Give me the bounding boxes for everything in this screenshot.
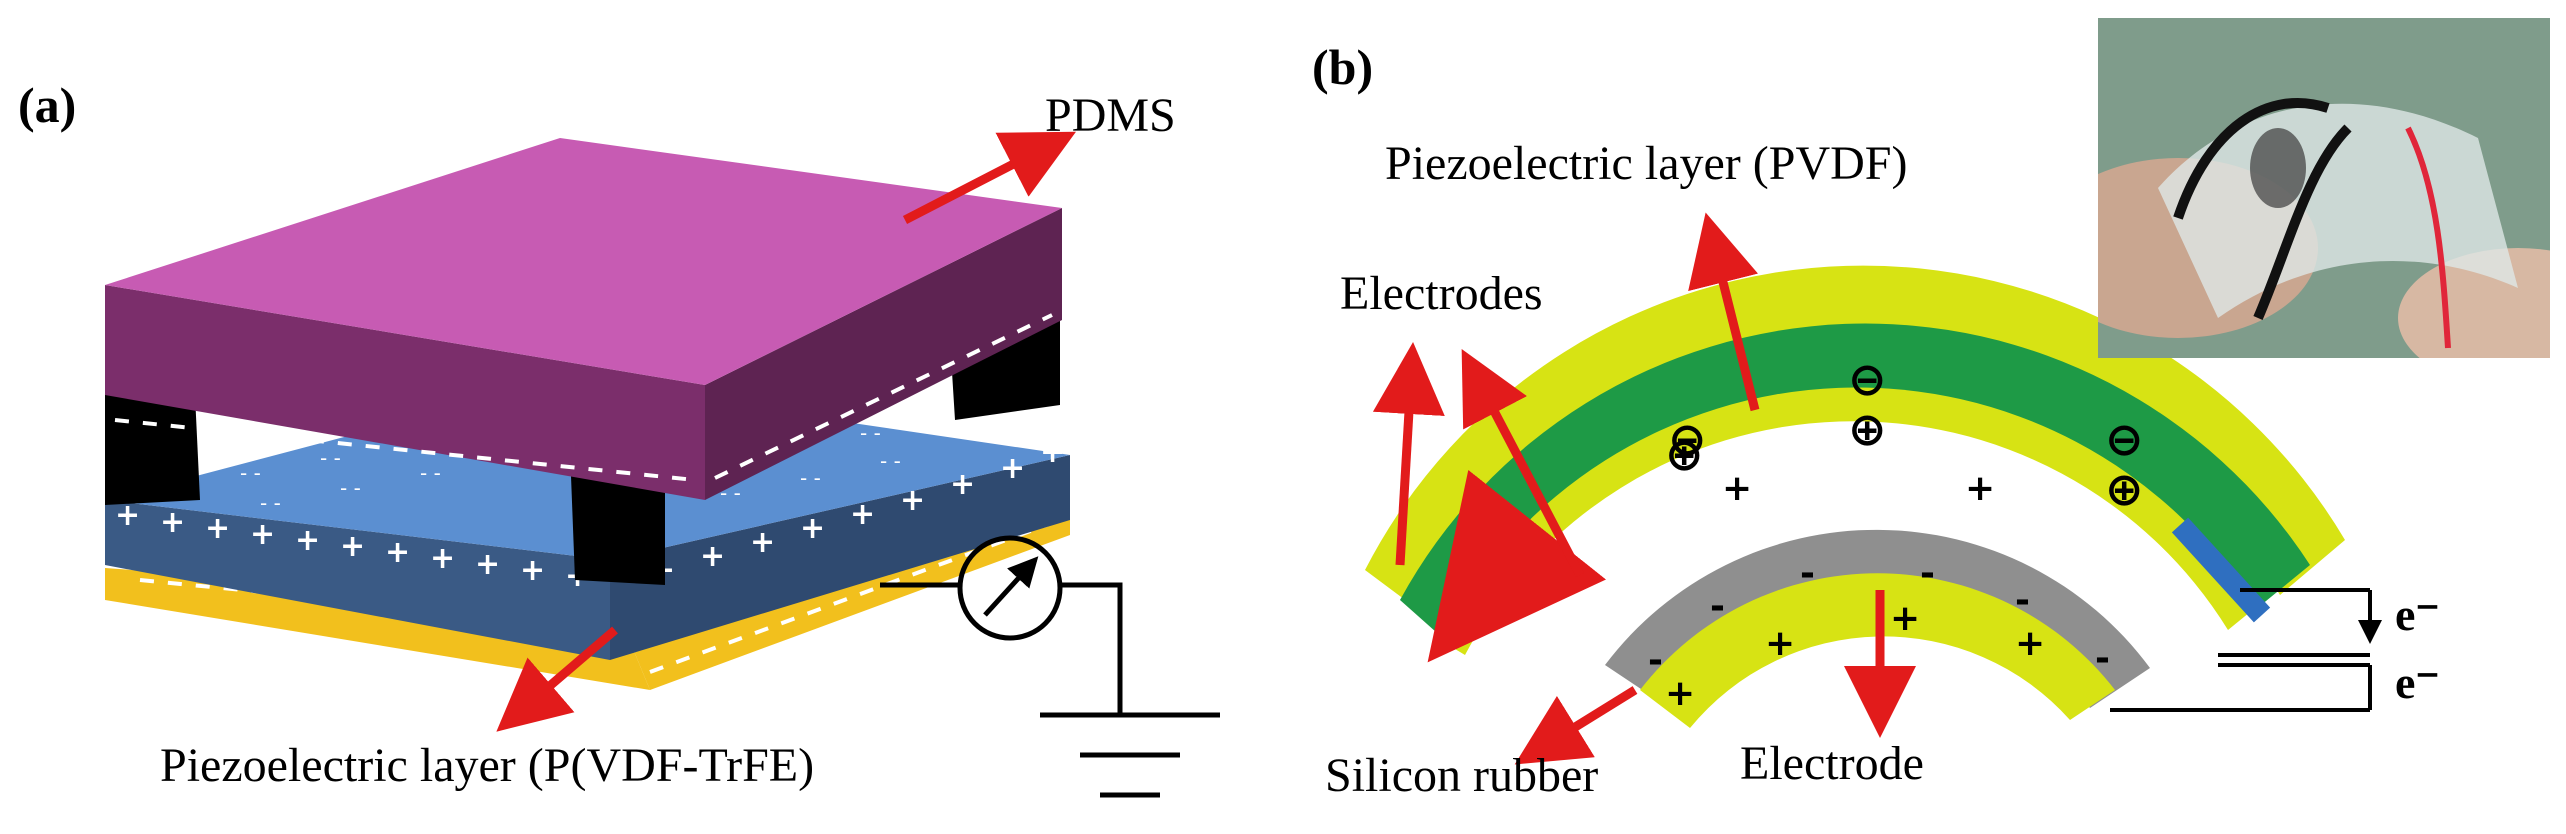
svg-text:-: -	[2015, 580, 2030, 621]
svg-text:+: +	[340, 529, 365, 564]
piezo-layer-arrow	[496, 626, 618, 732]
panel-b-label: (b)	[1312, 39, 1374, 95]
svg-text:⊖: ⊖	[1848, 352, 1887, 406]
svg-text:+: +	[750, 525, 775, 560]
svg-text:+: +	[1000, 451, 1025, 486]
svg-text:-: -	[1920, 553, 1935, 594]
svg-text:+: +	[295, 523, 320, 558]
svg-text:+: +	[800, 511, 825, 546]
svg-text:+: +	[700, 539, 725, 574]
positive-charge-marks: +++ +++ +++ ++ +++ +++ +++	[115, 435, 1065, 594]
svg-text:⊕: ⊕	[2105, 462, 2144, 516]
svg-text:- -: - -	[240, 461, 261, 485]
svg-text:+: +	[1765, 623, 1795, 664]
svg-text:+: +	[950, 467, 975, 502]
electrodes-arrow-2	[1461, 349, 1584, 578]
panel-a-label: (a)	[18, 77, 77, 133]
lower-arc-charges: - - - - - - + + + +	[1648, 553, 2110, 714]
meter-circuit	[880, 535, 1220, 798]
svg-text:+: +	[850, 497, 875, 532]
svg-text:- -: - -	[260, 491, 281, 515]
electron-label-bottom: e⁻	[2395, 657, 2440, 708]
meter-icon	[957, 535, 1063, 641]
svg-text:-: -	[1800, 553, 1815, 594]
svg-text:- -: - -	[800, 466, 821, 490]
svg-text:- -: - -	[320, 446, 341, 470]
svg-text:-: -	[2095, 638, 2110, 679]
svg-text:-: -	[1710, 586, 1725, 627]
svg-text:+: +	[520, 553, 545, 588]
right-current-arrow	[2171, 517, 2271, 623]
svg-text:+: +	[1890, 598, 1920, 639]
svg-text:+: +	[160, 505, 185, 540]
svg-text:+: +	[430, 541, 455, 576]
pdms-arrow	[902, 131, 1076, 224]
svg-text:+: +	[2015, 623, 2045, 664]
silicon-rubber-arrow	[1514, 686, 1638, 765]
svg-text:- -: - -	[340, 476, 361, 500]
silicon-rubber-label: Silicon rubber	[1325, 749, 1599, 802]
arc-plus-marks: ++	[1722, 468, 1995, 509]
bent-device-photo-image	[2098, 18, 2550, 358]
svg-text:+: +	[250, 517, 275, 552]
svg-text:+: +	[385, 535, 410, 570]
svg-text:+: +	[475, 547, 500, 582]
pvdf-label: Piezoelectric layer (PVDF)	[1385, 137, 1908, 190]
svg-text:+: +	[1722, 468, 1752, 509]
output-wires	[2110, 588, 2382, 712]
svg-text:+: +	[1665, 673, 1695, 714]
svg-text:- -: - -	[880, 449, 901, 473]
svg-text:- -: - -	[860, 421, 881, 445]
pvdf-arc	[1400, 323, 2310, 640]
svg-text:⊕: ⊕	[1848, 402, 1887, 456]
left-current-arrow	[1427, 469, 1607, 663]
device-photo	[2098, 18, 2550, 358]
electrodes-arrow-1	[1372, 342, 1445, 566]
svg-text:-: -	[1648, 640, 1663, 681]
svg-text:⊕: ⊕	[1665, 427, 1704, 481]
pdms-layer	[105, 138, 1062, 500]
electron-label-top: e⁻	[2395, 589, 2440, 640]
silicon-rubber-arc	[1605, 529, 2150, 708]
bottom-electrode-arc	[1640, 573, 2115, 728]
pvdf-arrow	[1688, 212, 1760, 412]
svg-text:+: +	[1040, 435, 1065, 470]
dipole-symbols: ⊖ ⊕ ⊖ ⊕ ⊖ ⊕	[1665, 352, 2144, 516]
svg-text:⊖: ⊖	[1668, 412, 1707, 466]
svg-text:- -: - -	[420, 461, 441, 485]
svg-text:⊖: ⊖	[2105, 412, 2144, 466]
electrodes-label: Electrodes	[1340, 267, 1543, 320]
svg-text:+: +	[900, 483, 925, 518]
svg-text:+: +	[205, 511, 230, 546]
panel-a-diagram: - -- - - -- - - -- - - -- - - -- - - -- …	[105, 131, 1220, 798]
electrode-label: Electrode	[1740, 737, 1924, 790]
piezo-layer-label: Piezoelectric layer (P(VDF-TrFE)	[160, 739, 815, 792]
svg-text:+: +	[1965, 468, 1995, 509]
pdms-label: PDMS	[1045, 89, 1176, 142]
svg-text:- -: - -	[220, 431, 241, 455]
